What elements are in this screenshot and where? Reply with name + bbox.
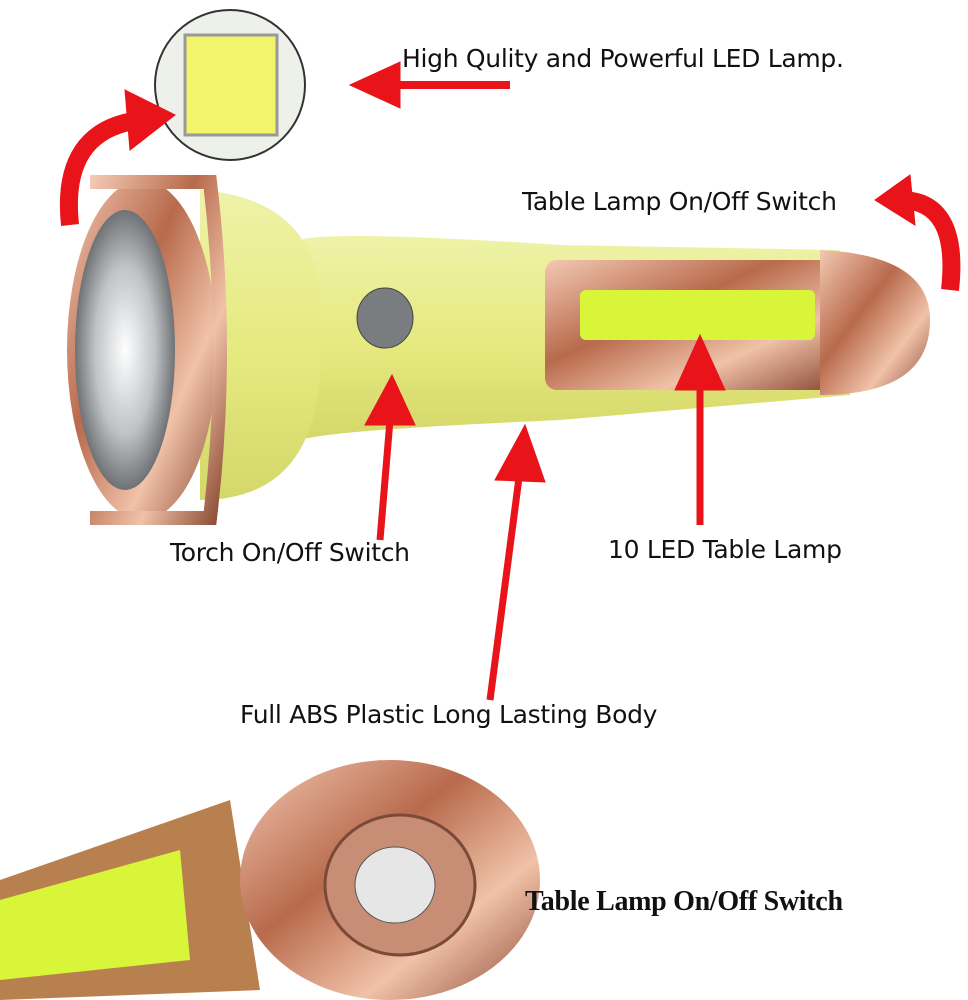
led-closeup bbox=[154, 9, 306, 161]
annotation-arrows bbox=[59, 61, 961, 701]
label-led-lamp: High Qulity and Powerful LED Lamp. bbox=[402, 44, 844, 73]
label-torch-switch: Torch On/Off Switch bbox=[170, 538, 410, 567]
label-body: Full ABS Plastic Long Lasting Body bbox=[240, 700, 658, 729]
flashlight-top bbox=[67, 175, 930, 525]
label-table-switch-top: Table Lamp On/Off Switch bbox=[522, 187, 837, 216]
flashlight-bottom bbox=[0, 760, 540, 1000]
label-table-lamp: 10 LED Table Lamp bbox=[608, 535, 842, 564]
label-table-switch-bottom: Table Lamp On/Off Switch bbox=[525, 886, 843, 917]
